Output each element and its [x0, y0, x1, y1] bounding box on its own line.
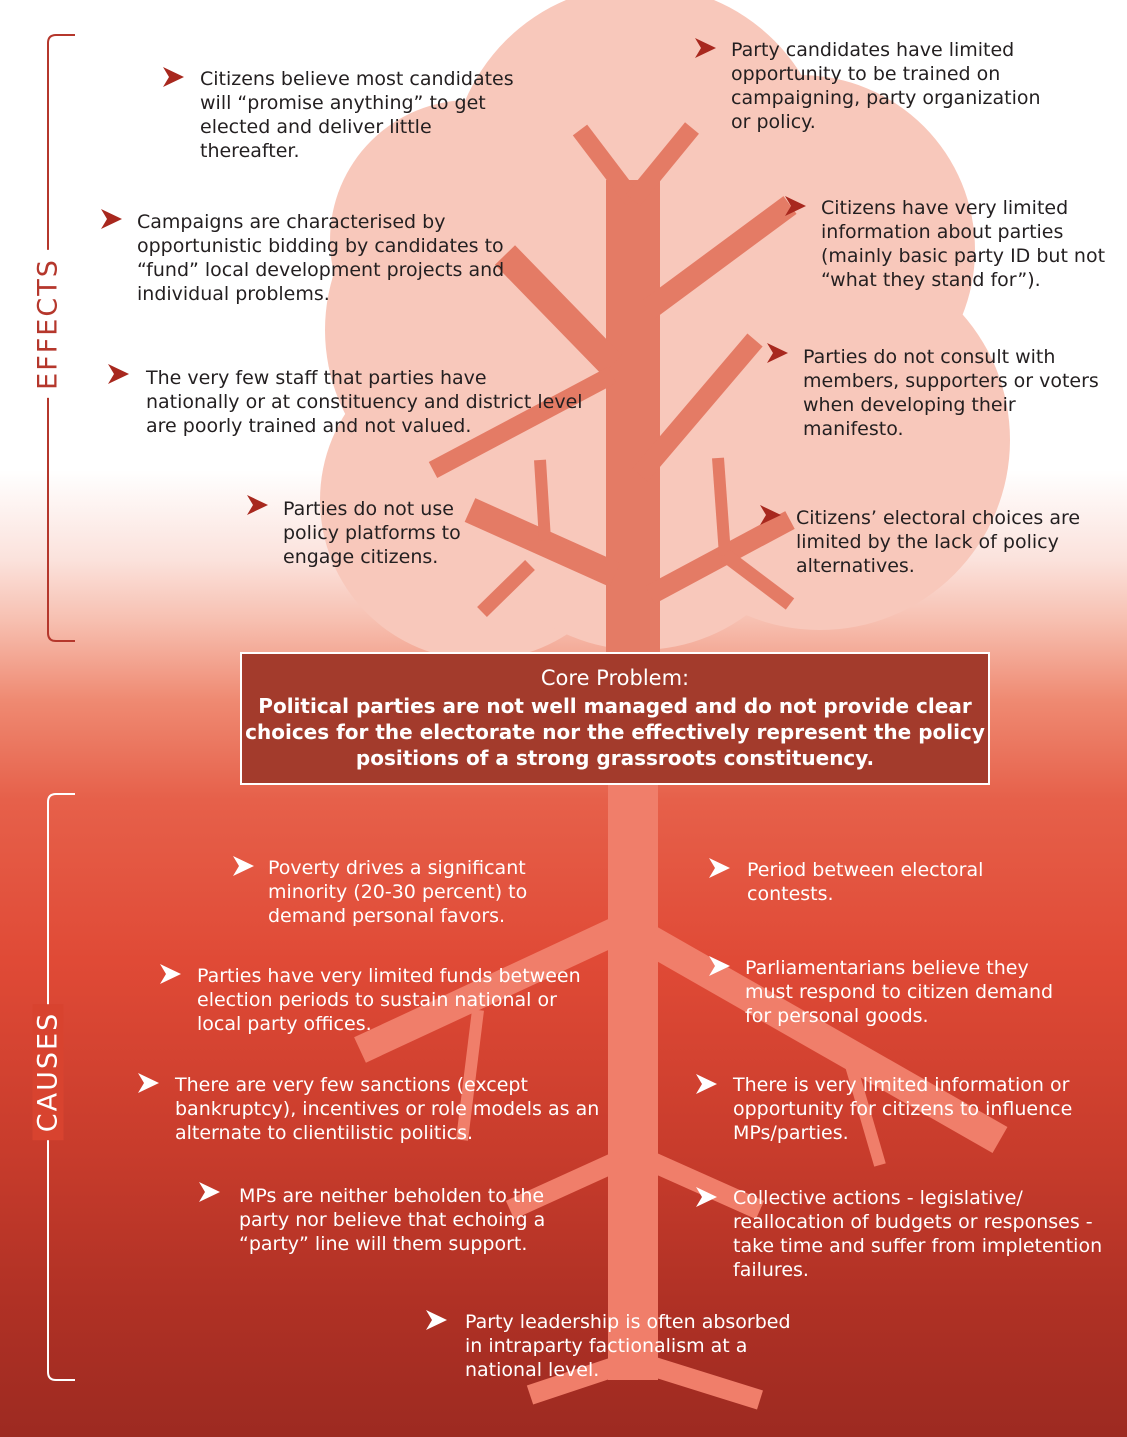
- root: [643, 1150, 765, 1220]
- root: [645, 1355, 763, 1410]
- branch: [645, 511, 795, 604]
- effect-item: The very few staff that parties have nat…: [146, 367, 583, 437]
- chevron-right-icon: [426, 1310, 447, 1330]
- branch: [572, 124, 641, 206]
- branch: [641, 196, 797, 319]
- chevron-right-icon: [160, 964, 181, 984]
- branch: [428, 367, 617, 478]
- effect-item: Parties do not consult with members, sup…: [803, 346, 1099, 440]
- tree-roots: [354, 780, 1008, 1410]
- effect-item: Parties do not use policy platforms to e…: [283, 498, 461, 568]
- cause-item: There is very limited information or opp…: [733, 1074, 1073, 1144]
- chevron-right-icon: [709, 956, 730, 976]
- causes-label: CAUSES: [32, 1003, 64, 1141]
- cause-item: Collective actions - legislative/ reallo…: [733, 1187, 1103, 1281]
- root: [354, 917, 624, 1063]
- chevron-right-icon: [709, 858, 730, 878]
- root: [456, 1009, 484, 1141]
- cause-item: There are very few sanctions (except ban…: [175, 1074, 600, 1144]
- core-problem-box: Core Problem: Political parties are not …: [240, 652, 990, 785]
- effect-item: Citizens believe most candidates will “p…: [200, 68, 514, 162]
- chevron-right-icon: [101, 209, 122, 229]
- root: [839, 1043, 886, 1167]
- core-problem-text: Political parties are not well managed a…: [245, 694, 985, 770]
- branch: [464, 498, 621, 587]
- branch: [632, 333, 763, 482]
- chevron-right-icon: [767, 343, 788, 363]
- cause-item: Parties have very limited funds between …: [197, 965, 581, 1035]
- cause-item: MPs are neither beholden to the party no…: [239, 1185, 546, 1255]
- cause-item: Party leadership is often absorbed in in…: [465, 1311, 791, 1381]
- core-problem-title: Core Problem:: [540, 666, 690, 690]
- chevron-right-icon: [785, 196, 806, 216]
- effect-item: Citizens’ electoral choices are limited …: [796, 507, 1081, 577]
- branch: [534, 459, 551, 541]
- chevron-right-icon: [163, 67, 184, 87]
- root: [526, 1355, 624, 1405]
- root: [642, 926, 1008, 1154]
- chevron-right-icon: [760, 505, 781, 525]
- chevron-right-icon: [696, 1187, 717, 1207]
- chevron-right-icon: [233, 856, 254, 876]
- chevron-right-icon: [108, 364, 129, 384]
- cause-item: Parliamentarians believe they must respo…: [745, 957, 1054, 1027]
- cause-item: Period between electoral contests.: [747, 859, 984, 905]
- root: [505, 1150, 625, 1220]
- tree-trunk-branches: [428, 122, 797, 660]
- effect-item: Party candidates have limited opportunit…: [731, 39, 1041, 133]
- branch: [477, 559, 535, 618]
- chevron-right-icon: [695, 38, 716, 58]
- chevron-right-icon: [138, 1073, 159, 1093]
- cause-item: Poverty drives a significant minority (2…: [268, 857, 528, 927]
- branch: [626, 122, 699, 206]
- effects-label: EFFECTS: [32, 250, 64, 398]
- branch: [712, 457, 731, 556]
- effect-item: Campaigns are characterised by opportuni…: [137, 211, 505, 305]
- effect-item: Citizens have very limited information a…: [821, 197, 1106, 291]
- branch: [720, 549, 795, 610]
- chevron-right-icon: [696, 1074, 717, 1094]
- chevron-right-icon: [199, 1182, 220, 1202]
- chevron-right-icon: [247, 495, 268, 515]
- branch: [494, 245, 623, 375]
